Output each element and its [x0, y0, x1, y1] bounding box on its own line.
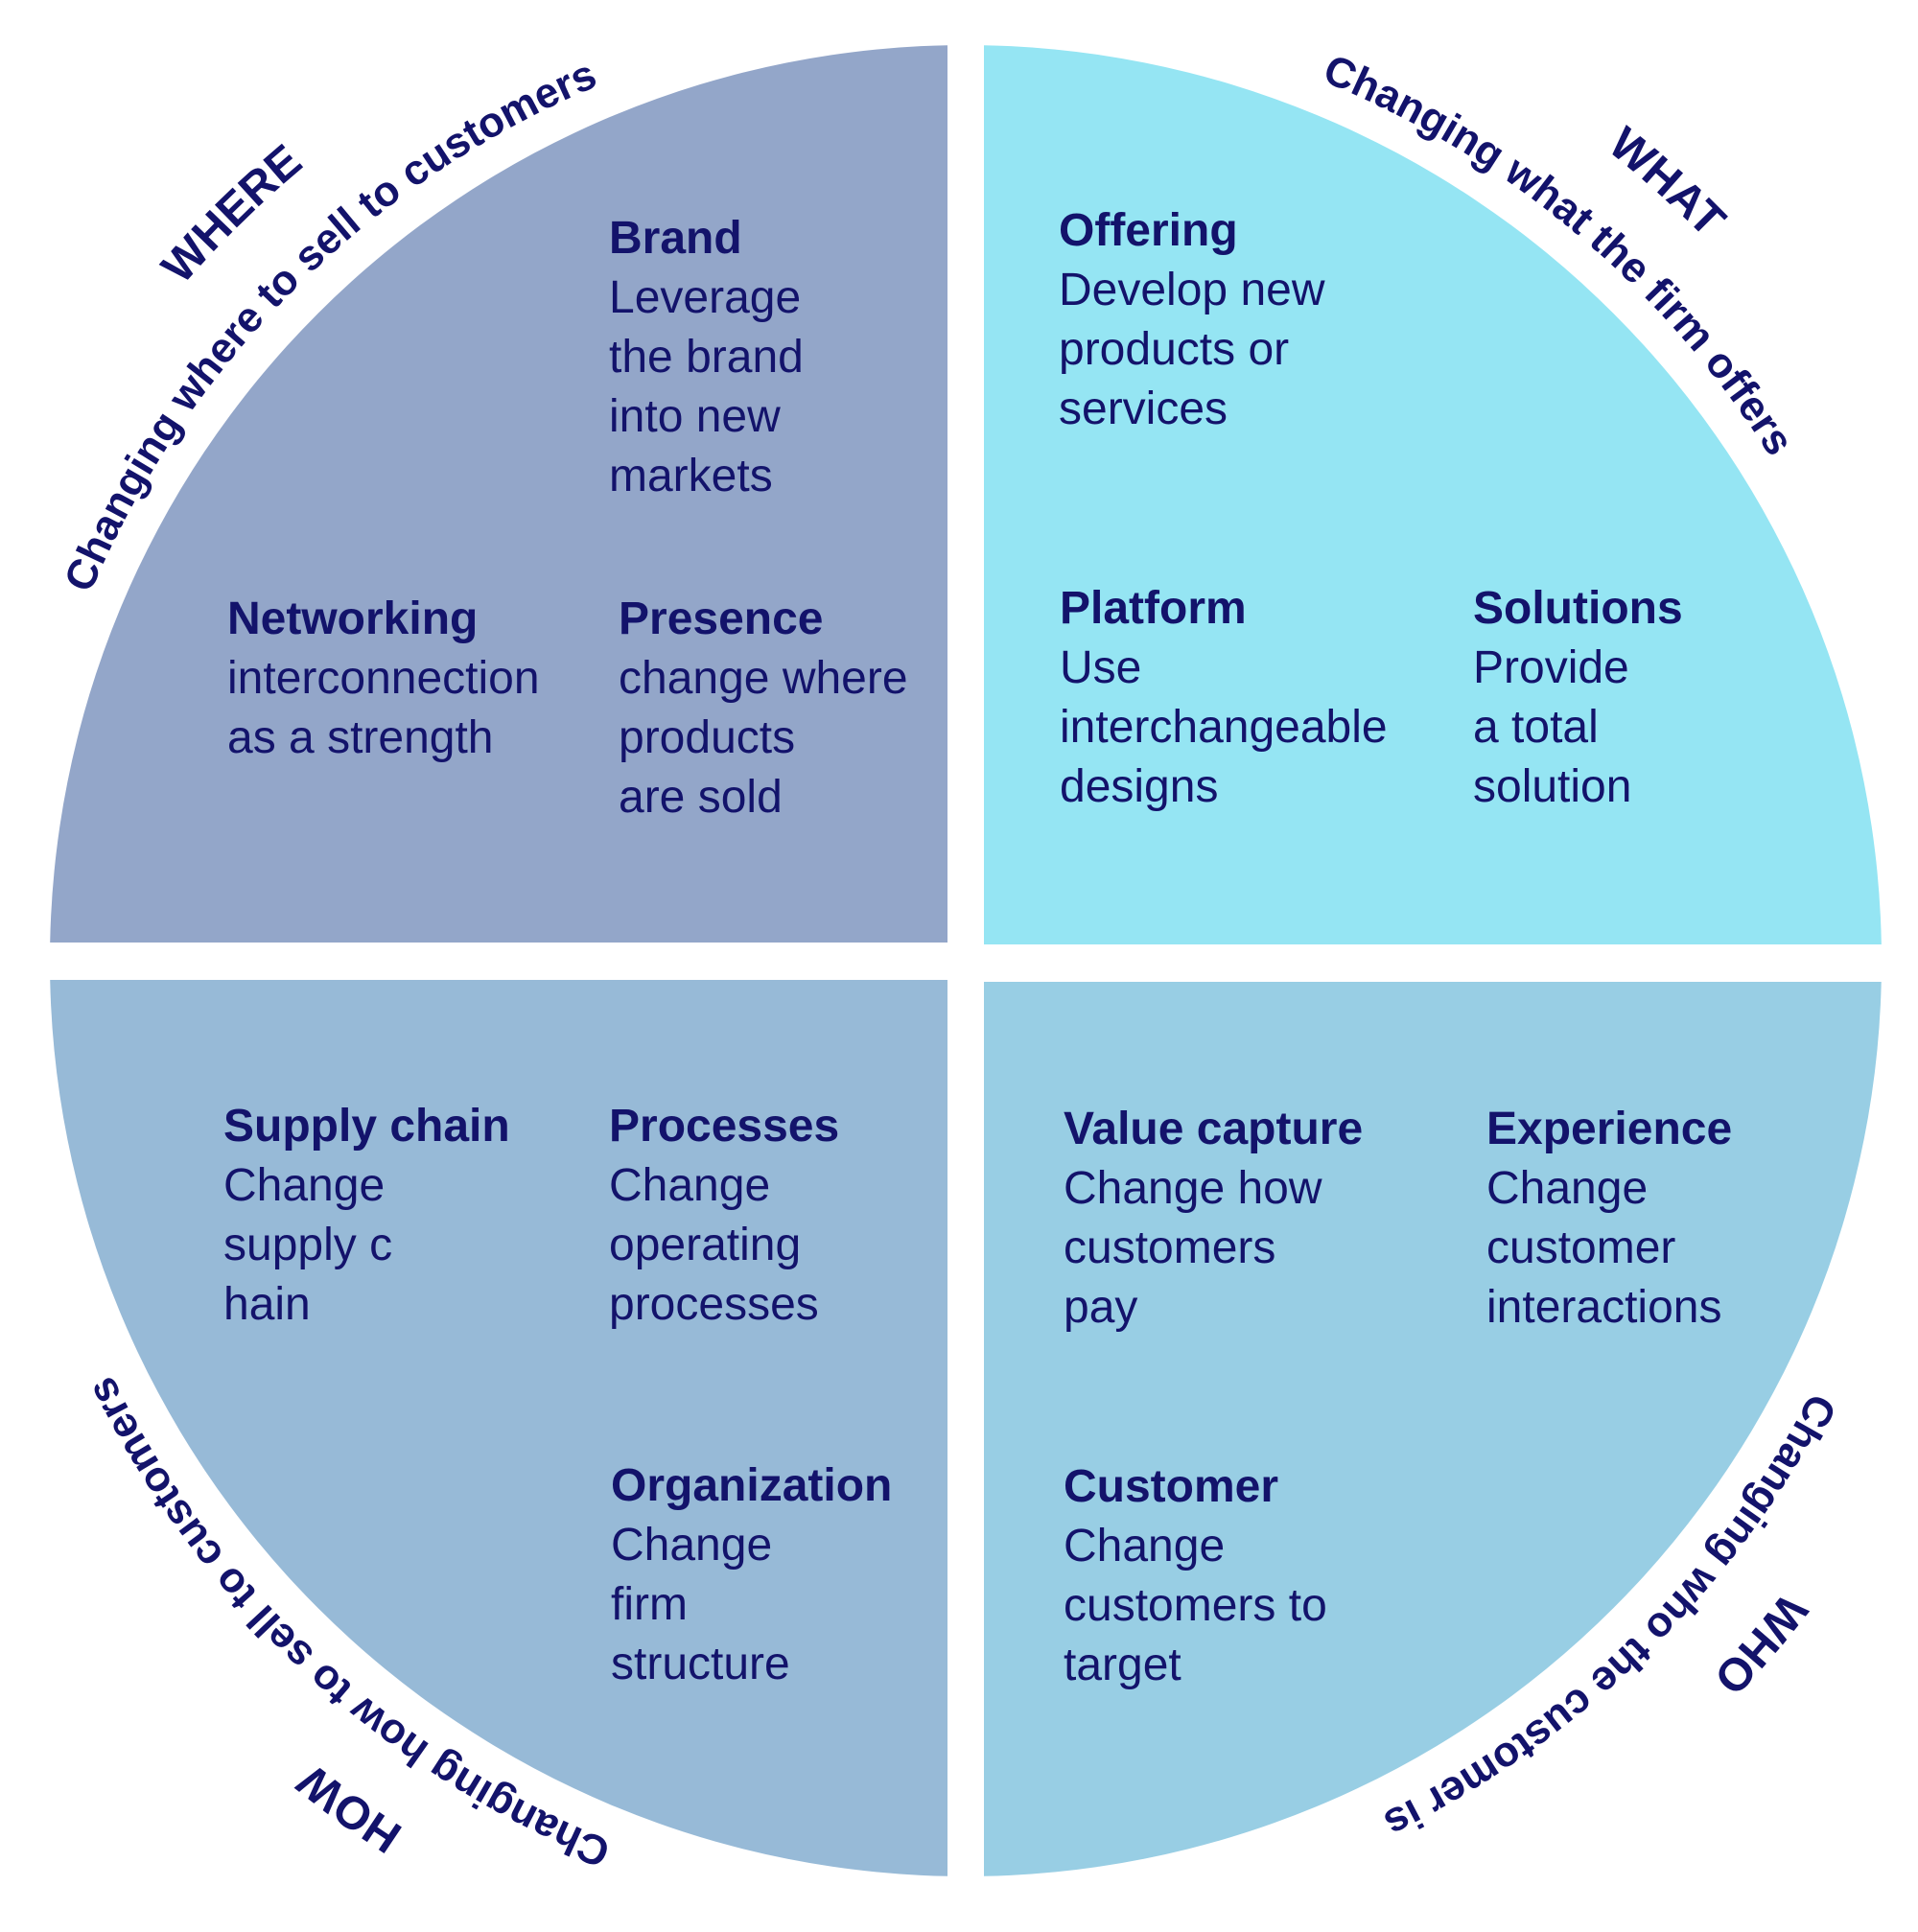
item-description-line: firm: [611, 1579, 688, 1630]
who-label: WHO: [1704, 1585, 1816, 1704]
item-description-line: supply c: [223, 1220, 392, 1270]
item-description-line: Change: [611, 1520, 772, 1571]
item-description-line: solution: [1473, 761, 1631, 812]
quadrant-how: [50, 980, 947, 1876]
item-description-line: Change: [609, 1160, 770, 1211]
where-item: Networking interconnection as a strength: [227, 594, 540, 763]
item-description-line: products: [619, 712, 795, 763]
item-description-line: interchangeable: [1060, 702, 1388, 753]
quadrant-what: [984, 45, 1882, 944]
item-description-line: hain: [223, 1279, 311, 1330]
item-description-line: Develop new: [1059, 265, 1325, 315]
item-description-line: interconnection: [227, 653, 540, 704]
item-description-line: change where: [619, 653, 908, 704]
item-description-line: designs: [1060, 761, 1218, 812]
item-description-line: Change: [223, 1160, 385, 1211]
item-title: Platform: [1060, 583, 1247, 634]
item-description-line: into new: [609, 391, 781, 442]
item-title: Solutions: [1473, 583, 1683, 634]
item-title: Organization: [611, 1460, 892, 1511]
item-description-line: as a strength: [227, 712, 494, 763]
item-description-line: the brand: [609, 332, 804, 383]
item-description-line: processes: [609, 1279, 819, 1330]
item-description-line: customers: [1064, 1222, 1275, 1273]
item-description-line: target: [1064, 1640, 1181, 1690]
item-description-line: interactions: [1486, 1282, 1721, 1333]
item-title: Offering: [1059, 205, 1238, 256]
item-description-line: are sold: [619, 772, 783, 823]
item-description-line: pay: [1064, 1282, 1137, 1333]
item-description-line: Change: [1486, 1163, 1648, 1214]
item-title: Customer: [1064, 1461, 1278, 1512]
item-description-line: services: [1059, 384, 1228, 434]
item-description-line: Leverage: [609, 272, 801, 323]
item-description-line: customer: [1486, 1222, 1675, 1273]
item-title: Value capture: [1064, 1104, 1363, 1154]
item-title: Networking: [227, 594, 478, 644]
quadrant-who: [984, 982, 1882, 1876]
item-description-line: Provide: [1473, 642, 1629, 693]
item-description-line: customers to: [1064, 1580, 1327, 1631]
item-description-line: Use: [1060, 642, 1141, 693]
where-item: Presence change where products are sold: [619, 594, 908, 823]
item-title: Experience: [1486, 1104, 1732, 1154]
item-title: Presence: [619, 594, 824, 644]
item-description-line: operating: [609, 1220, 801, 1270]
item-title: Brand: [609, 213, 742, 264]
how-label: HOW: [288, 1754, 409, 1862]
item-description-line: a total: [1473, 702, 1599, 753]
item-title: Supply chain: [223, 1101, 510, 1152]
item-title: Processes: [609, 1101, 839, 1152]
item-description-line: Change: [1064, 1521, 1225, 1571]
quadrant-where: [50, 45, 947, 943]
item-description-line: Change how: [1064, 1163, 1322, 1214]
item-description-line: structure: [611, 1639, 790, 1689]
item-description-line: products or: [1059, 324, 1289, 375]
item-description-line: markets: [609, 451, 773, 501]
